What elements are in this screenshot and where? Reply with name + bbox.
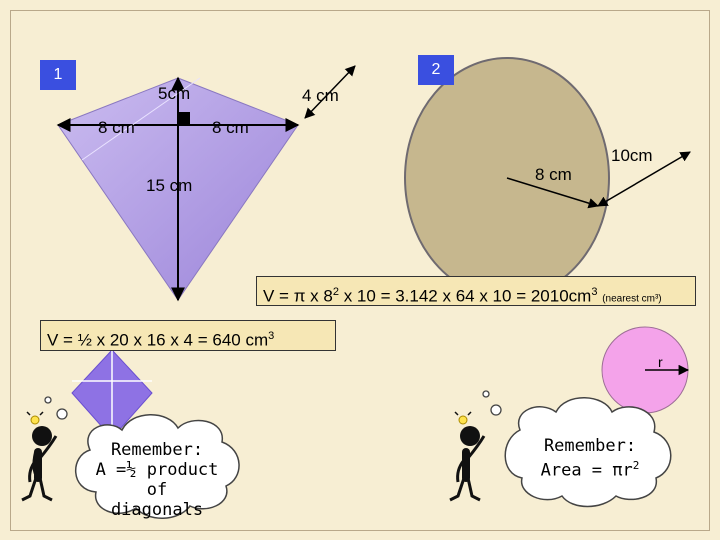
right-angle-marker	[178, 112, 190, 124]
circle-radius-label: r	[658, 354, 663, 370]
thought-text-circle: Remember: Area = πr2	[540, 436, 640, 481]
depth-arrow	[304, 65, 356, 119]
pink-circle	[601, 326, 690, 414]
label-height: 10cm	[611, 146, 653, 165]
thought-dot-large	[490, 404, 502, 416]
kite-volume-formula: V = ½ x 20 x 16 x 4 = 640 cm3	[40, 320, 336, 351]
radius-arrow	[506, 177, 600, 209]
thought-bubble-right	[482, 390, 672, 508]
thought-text-kite: Remember: A =½ product of diagonals	[95, 440, 219, 520]
label-depth: 4 cm	[302, 86, 339, 105]
thought-dot-small	[44, 396, 52, 404]
figure-head	[460, 426, 480, 446]
idea-bulb-icon	[458, 415, 468, 425]
label-radius: 8 cm	[535, 165, 572, 184]
thought-dot-small	[482, 390, 490, 398]
thinking-figure-left	[21, 411, 58, 502]
label-right-half: 8 cm	[212, 118, 249, 137]
thought-bubble-left	[44, 396, 240, 519]
figure-head	[32, 426, 52, 446]
cylinder-shape	[404, 57, 691, 299]
shape-number-1: 1	[40, 60, 76, 90]
thought-cloud	[504, 397, 672, 508]
rounding-note: (nearest cm³)	[602, 293, 662, 305]
label-top-height: 5cm	[158, 84, 191, 103]
thought-dot-large	[56, 408, 68, 420]
height-arrow	[597, 151, 691, 207]
thought-cloud	[74, 414, 240, 519]
label-left-half: 8 cm	[98, 118, 135, 137]
idea-bulb-icon	[30, 415, 40, 425]
kite-prism	[56, 65, 356, 302]
cylinder-volume-formula: V = π x 82 x 10 = 3.142 x 64 x 10 = 2010…	[256, 276, 696, 306]
shape-number-2: 2	[418, 55, 454, 85]
label-bottom-height: 15 cm	[146, 176, 193, 195]
thinking-figure-right	[449, 411, 486, 502]
kite-edge-highlight	[81, 77, 201, 161]
slide-frame	[10, 10, 710, 531]
